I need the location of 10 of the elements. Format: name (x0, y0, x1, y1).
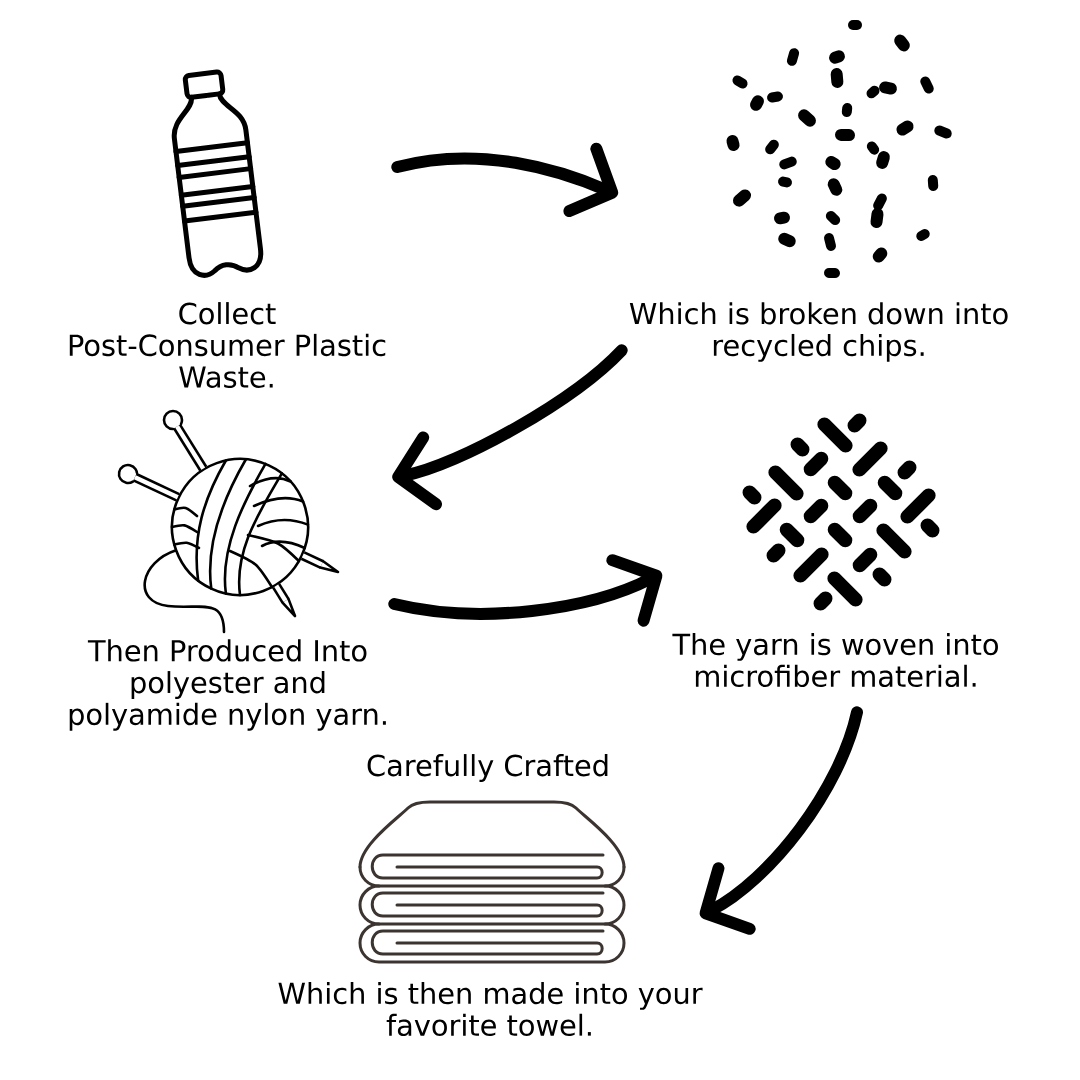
step-text: Carefully Crafted (367, 754, 608, 782)
step-text: Which is broken down into recycled chips. (629, 302, 1008, 362)
arrow (392, 344, 628, 511)
arrow (391, 142, 619, 218)
arrow (388, 554, 663, 627)
step-text: Then Produced Into polyester and polyamide nylon yarn. (69, 639, 386, 731)
step-text: Which is then made into your favorite towel. (278, 982, 703, 1037)
arrow (699, 706, 863, 935)
step-text: Collect Post-Consumer Plastic Waste. (69, 302, 386, 388)
step-text: The yarn is woven into microfiber material. (672, 632, 998, 688)
